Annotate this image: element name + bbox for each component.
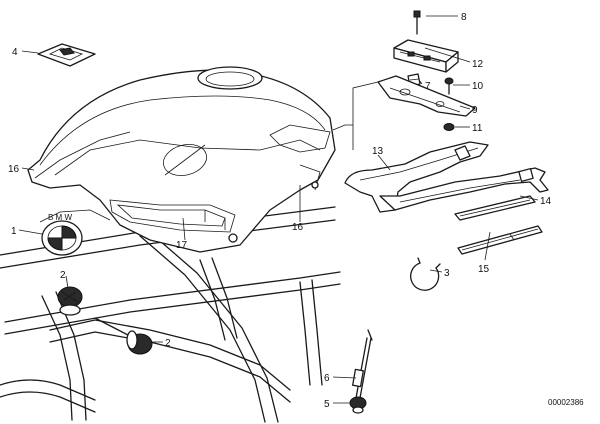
label-9: 9 xyxy=(472,105,478,116)
label-16-right: 16 xyxy=(292,222,304,233)
label-11: 11 xyxy=(472,123,483,134)
label-5: 5 xyxy=(324,399,330,410)
part-15-strip xyxy=(457,225,543,255)
part-2-cap-top xyxy=(57,286,83,316)
label-13: 13 xyxy=(372,146,384,157)
part-5-valve-cap xyxy=(349,396,367,414)
part-12-block xyxy=(393,39,459,73)
label-12: 12 xyxy=(472,59,484,70)
label-3: 3 xyxy=(444,268,450,279)
part-2-cap-bottom xyxy=(94,317,153,355)
label-14: 14 xyxy=(540,196,552,207)
part-13-carrier xyxy=(344,141,549,213)
label-4: 4 xyxy=(12,47,18,58)
label-2-upper: 2 xyxy=(60,270,66,281)
label-8: 8 xyxy=(461,12,467,23)
tank-cover xyxy=(27,66,336,253)
part-10-screw xyxy=(444,77,454,95)
part-3-clamp xyxy=(410,257,441,291)
leader-lines xyxy=(18,15,539,404)
part-14-strip xyxy=(454,195,536,221)
part-labels: 8 12 7 10 9 11 13 14 15 3 6 5 2 2 1 4 16… xyxy=(8,12,584,410)
diagram-code: 00002386 xyxy=(548,398,584,407)
label-17: 17 xyxy=(176,240,188,251)
label-6: 6 xyxy=(324,373,330,384)
svg-text:B M W: B M W xyxy=(48,213,72,222)
label-1: 1 xyxy=(11,226,17,237)
part-11-nut xyxy=(443,123,455,131)
label-15: 15 xyxy=(478,264,490,275)
part-6-valve-stem xyxy=(352,329,373,399)
part-8-screw xyxy=(413,10,421,35)
part-1-emblem: B M W xyxy=(39,209,111,256)
part-4-seal xyxy=(37,43,96,67)
part-9-bracket xyxy=(377,75,476,117)
label-7: 7 xyxy=(425,81,431,92)
label-16-left: 16 xyxy=(8,164,20,175)
label-10: 10 xyxy=(472,81,484,92)
label-2-lower: 2 xyxy=(165,338,171,349)
